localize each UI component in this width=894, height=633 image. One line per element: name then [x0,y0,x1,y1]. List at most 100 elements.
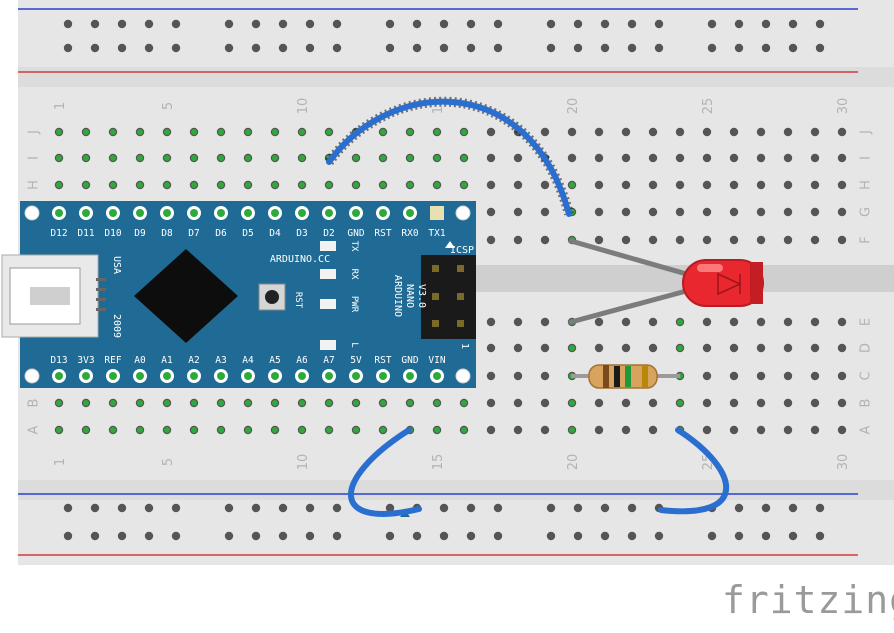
status-led-label: TX [349,241,359,252]
nano-pin-top[interactable] [268,206,282,220]
nano-pin-bottom[interactable] [160,369,174,383]
red-led[interactable] [682,259,764,307]
nano-pin-label-bottom: A0 [134,355,146,366]
nano-pin-label-bottom: A4 [242,355,254,366]
nano-pin-label-bottom: REF [104,355,121,366]
nano-pin-label-top: RST [374,228,391,239]
row-letter-label: I [27,156,42,160]
nano-pin-bottom[interactable] [349,369,363,383]
nano-pin-bottom[interactable] [133,369,147,383]
nano-pin-label-top: D4 [269,228,281,239]
icsp-pin-mark: 1 [459,343,470,349]
column-number-label: 1 [53,458,68,466]
row-letter-label: J [859,130,874,135]
nano-pin-label-top: D2 [323,228,334,239]
usb-label: USA [111,256,122,274]
nano-pin-label-top: D10 [104,228,121,239]
nano-pin-label-top: D6 [215,228,227,239]
nano-model-label: V3.0 [416,284,427,308]
nano-pin-bottom[interactable] [106,369,120,383]
row-letter-label: H [27,180,42,190]
nano-pin-label-top: D7 [188,228,199,239]
column-number-label: 25 [701,98,716,115]
nano-pin-top[interactable] [403,206,417,220]
status-led-label: RX [349,269,359,280]
wire-bottom-right[interactable] [658,427,730,515]
nano-pin-bottom[interactable] [268,369,282,383]
column-number-label: 5 [161,102,176,110]
year-label: 2009 [111,314,122,338]
led-leg-anode [568,238,693,278]
jumper-wires[interactable] [324,96,730,517]
nano-pin-label-bottom: RST [374,355,391,366]
nano-pin-label-top: D3 [296,228,307,239]
nano-pin-label-bottom: GND [401,355,418,366]
nano-pin-label-top: D8 [161,228,173,239]
nano-pin-bottom[interactable] [295,369,309,383]
nano-pin-label-bottom: D13 [50,355,67,366]
nano-pin-bottom[interactable] [52,369,66,383]
column-number-label: 5 [161,458,176,466]
row-letter-label: G [859,207,874,217]
nano-pin-bottom[interactable] [79,369,93,383]
nano-pin-label-top: D12 [50,228,67,239]
reset-button[interactable] [265,290,279,304]
icsp-label: ICSP [450,245,474,256]
column-number-label: 30 [836,454,851,471]
nano-pin-top[interactable] [52,206,66,220]
nano-pin-label-bottom: 3V3 [77,355,94,366]
nano-pin-bottom[interactable] [376,369,390,383]
nano-pin-top[interactable] [79,206,93,220]
row-letter-label: A [859,425,874,434]
row-letter-label: H [859,180,874,190]
wire-bottom-left[interactable] [348,427,422,517]
column-number-label: 10 [296,454,311,471]
row-letter-label: F [859,236,874,243]
wire-top-arc[interactable] [326,98,572,217]
nano-pin-bottom[interactable] [187,369,201,383]
nano-pin-label-top: TX1 [428,228,445,239]
row-letter-label: B [859,399,874,408]
nano-pin-bottom[interactable] [430,369,444,383]
nano-pin-label-bottom: A5 [269,355,280,366]
nano-pin-label-top: D11 [77,228,94,239]
nano-pin-label-top: D9 [134,228,146,239]
nano-pin-top[interactable] [241,206,255,220]
column-number-label: 15 [431,454,446,471]
nano-pin-label-bottom: 5V [350,355,362,366]
nano-pin-bottom[interactable] [214,369,228,383]
nano-pin-top[interactable] [214,206,228,220]
nano-pin-top[interactable] [322,206,336,220]
nano-pin-top[interactable] [133,206,147,220]
column-number-label: 20 [566,98,581,115]
nano-pin-bottom[interactable] [241,369,255,383]
nano-pin-top[interactable] [295,206,309,220]
status-led-label: L [349,342,359,347]
nano-pin-label-top: D5 [242,228,253,239]
nano-pin-label-bottom: A1 [161,355,173,366]
row-letter-label: B [27,399,42,408]
reset-label: RST [293,292,303,309]
column-number-label: 1 [53,102,68,110]
nano-pin-top[interactable] [187,206,201,220]
icsp-header [421,255,476,339]
nano-pin-top[interactable] [160,206,174,220]
column-number-label: 10 [296,98,311,115]
status-led-label: PWR [349,296,359,313]
row-letter-label: C [859,371,874,380]
fritzing-logo-text: fritzing [722,578,894,622]
nano-pin-top[interactable] [349,206,363,220]
resistor[interactable] [571,364,680,389]
nano-pin-bottom[interactable] [403,369,417,383]
nano-pin-label-bottom: A7 [323,355,334,366]
nano-pin-top[interactable] [376,206,390,220]
nano-pin-label-bottom: A3 [215,355,226,366]
nano-pin-bottom[interactable] [322,369,336,383]
nano-model-label: NANO [404,284,415,308]
row-letter-label: D [859,343,874,353]
nano-pin-label-top: GND [347,228,364,239]
row-letter-label: J [27,130,42,135]
nano-pin-top[interactable] [106,206,120,220]
